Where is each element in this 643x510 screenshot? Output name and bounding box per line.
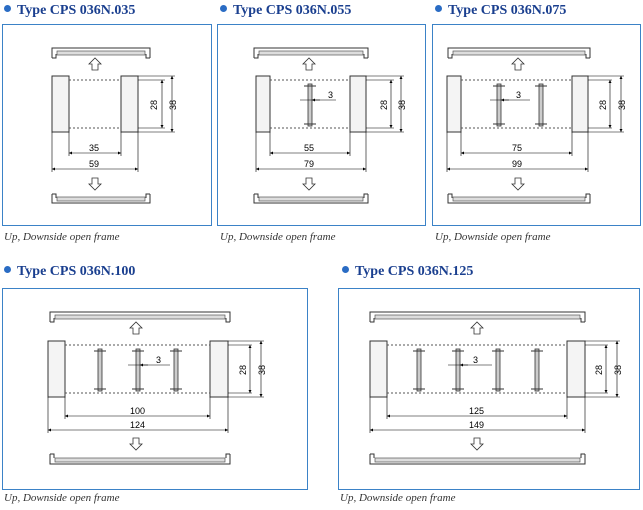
panel-title-035: Type CPS 036N.035 — [4, 3, 135, 19]
pitch-label: 3 — [516, 90, 521, 100]
drawing-125: 3 28 38 125 149 — [369, 311, 623, 465]
bullet-icon — [220, 5, 227, 13]
down-arrow-icon — [470, 437, 484, 451]
bullet-icon — [342, 266, 349, 274]
outer-width-label: 99 — [512, 159, 522, 169]
panel-title-100: Type CPS 036N.100 — [4, 264, 135, 280]
up-arrow-icon — [511, 57, 525, 71]
bullet-icon — [4, 266, 11, 274]
height-38-label: 38 — [257, 365, 267, 375]
panel-caption-075: Up, Downside open frame — [435, 231, 551, 243]
bullet-icon — [435, 5, 442, 13]
height-38-label: 38 — [613, 365, 623, 375]
panel-caption-055: Up, Downside open frame — [220, 231, 336, 243]
height-28-label: 28 — [238, 365, 248, 375]
inner-width-label: 75 — [512, 143, 522, 153]
drawing-035: 28 38 35 59 — [51, 47, 178, 204]
outer-width-label: 79 — [304, 159, 314, 169]
up-arrow-icon — [302, 57, 316, 71]
inner-width-label: 100 — [130, 406, 145, 416]
pitch-label: 3 — [156, 355, 161, 365]
outer-width-label: 149 — [469, 420, 484, 430]
panel-title-075: Type CPS 036N.075 — [435, 3, 566, 19]
height-28-label: 28 — [594, 365, 604, 375]
pitch-label: 3 — [328, 90, 333, 100]
drawing-panel-035 — [2, 24, 212, 226]
height-28-label: 28 — [598, 100, 608, 110]
drawing-panel-075 — [432, 24, 641, 226]
panel-title-055: Type CPS 036N.055 — [220, 3, 351, 19]
height-38-label: 38 — [168, 100, 178, 110]
inner-width-label: 55 — [304, 143, 314, 153]
panel-title-125: Type CPS 036N.125 — [342, 264, 473, 280]
drawing-100: 3 28 38 100 124 — [47, 311, 267, 465]
up-arrow-icon — [470, 321, 484, 335]
bullet-icon — [4, 5, 11, 13]
drawing-055: 3 28 38 55 79 — [253, 47, 407, 204]
down-arrow-icon — [129, 437, 143, 451]
down-arrow-icon — [511, 177, 525, 191]
up-arrow-icon — [129, 321, 143, 335]
pitch-label: 3 — [473, 355, 478, 365]
height-28-label: 28 — [149, 100, 159, 110]
inner-width-label: 125 — [469, 406, 484, 416]
drawing-075: 3 28 38 75 99 — [446, 47, 627, 204]
panel-caption-035: Up, Downside open frame — [4, 231, 120, 243]
outer-width-label: 59 — [89, 159, 99, 169]
drawing-panel-125 — [338, 288, 640, 490]
panel-caption-100: Up, Downside open frame — [4, 492, 120, 504]
down-arrow-icon — [88, 177, 102, 191]
height-38-label: 38 — [617, 100, 627, 110]
panel-caption-125: Up, Downside open frame — [340, 492, 456, 504]
down-arrow-icon — [302, 177, 316, 191]
height-28-label: 28 — [379, 100, 389, 110]
inner-width-label: 35 — [89, 143, 99, 153]
outer-width-label: 124 — [130, 420, 145, 430]
height-38-label: 38 — [397, 100, 407, 110]
up-arrow-icon — [88, 57, 102, 71]
